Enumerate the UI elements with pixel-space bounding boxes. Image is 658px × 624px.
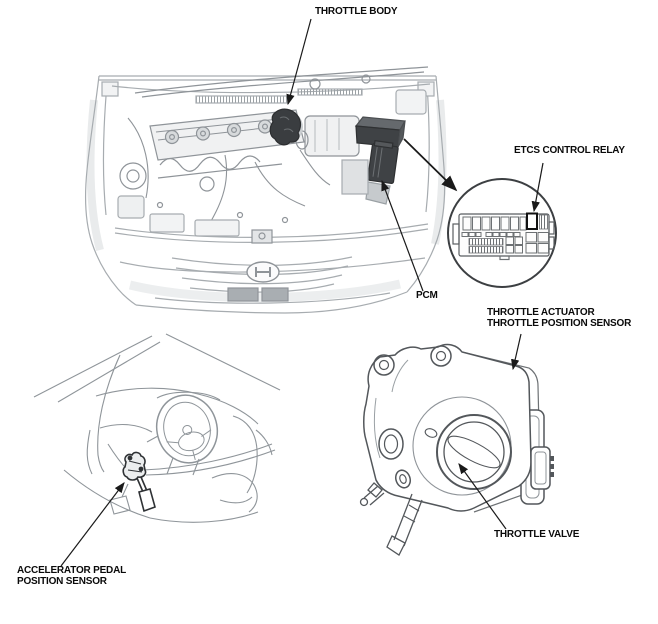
callout-arrows <box>60 18 544 567</box>
callout-arrow-etcs-control-relay <box>531 162 544 213</box>
throttle-actuator-connector <box>530 446 554 490</box>
pcm-component <box>367 139 399 184</box>
label-throttle-actuator-position-sensor: THROTTLE ACTUATOR THROTTLE POSITION SENS… <box>487 307 632 329</box>
cabin-illustration <box>33 333 281 523</box>
label-throttle-valve: THROTTLE VALVE <box>494 529 580 540</box>
label-etcs-control-relay: ETCS CONTROL RELAY <box>514 145 625 156</box>
label-throttle-actuator-line1: THROTTLE ACTUATOR <box>487 307 595 318</box>
accelerator-pedal-sensor-component <box>122 451 156 513</box>
engine-bay-illustration <box>85 66 447 314</box>
label-pcm: PCM <box>416 290 438 301</box>
callout-arrow-throttle-body <box>286 18 312 106</box>
throttle-body-detail-illustration <box>359 343 554 556</box>
relay-box-detail-illustration <box>447 178 557 288</box>
label-throttle-body: THROTTLE BODY <box>315 6 398 17</box>
under-hood-fuse-box-component <box>354 116 406 148</box>
label-accel-pedal-line1: ACCELERATOR PEDAL <box>17 565 127 576</box>
label-accel-pedal-line2: POSITION SENSOR <box>17 575 107 587</box>
etcs-control-relay-component <box>526 212 538 230</box>
callout-arrow-throttle-valve <box>458 463 507 530</box>
callout-arrow-throttle-actuator <box>511 333 522 371</box>
label-throttle-actuator-line2: THROTTLE POSITION SENSOR <box>487 317 632 329</box>
magnifier-arrow-fuse-box-to-circle <box>403 138 458 192</box>
label-accelerator-pedal-position-sensor: ACCELERATOR PEDAL POSITION SENSOR <box>17 565 127 587</box>
callout-arrow-accelerator-pedal-sensor <box>60 482 125 567</box>
throttle-valve-component <box>447 435 501 469</box>
throttle-body-component <box>269 108 302 146</box>
callout-arrow-pcm <box>381 179 424 292</box>
